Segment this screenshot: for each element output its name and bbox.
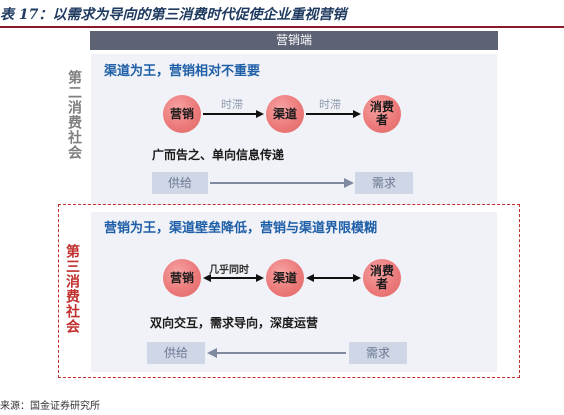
era2-node-marketing: 营销 [163,95,201,133]
era2-note: 广而告之、单向信息传递 [152,148,285,162]
era3-edge-label-1: 几乎同时 [209,265,249,276]
era2-side-label: 第二消费社会 [66,70,82,160]
era3-node-marketing-label: 营销 [169,270,194,285]
era3-node-consumer-label: 消费者 [369,264,394,291]
title-bar: 表 17：以需求为导向的第三消费时代促使企业重视营销 [0,0,564,24]
era3-dashed-frame [58,204,520,378]
era2-node-consumer-label: 消费者 [369,100,394,127]
figure-title: 表 17：以需求为导向的第三消费时代促使企业重视营销 [0,7,347,23]
title-divider [0,26,564,28]
era3-side-label: 第三消费社会 [64,244,80,334]
era3-demand: 需求 [349,342,407,364]
era3-node-consumer: 消费者 [363,259,401,297]
era3-note: 双向交互，需求导向，深度运营 [150,316,319,330]
era2-demand: 需求 [355,172,413,194]
era2-edge-label-1: 时滞 [221,98,243,111]
era2-node-consumer: 消费者 [363,95,401,133]
era3-supply: 供给 [147,342,205,364]
era2-node-channel: 渠道 [266,95,304,133]
era3-node-marketing: 营销 [163,259,201,297]
era2-node-channel-label: 渠道 [272,106,297,121]
era3-heading: 营销为王，渠道壁垒降低，营销与渠道界限模糊 [104,221,378,236]
era3-node-channel: 渠道 [266,259,304,297]
era2-supply: 供给 [152,172,208,194]
header-marketing-end: 营销端 [90,31,498,50]
era2-heading: 渠道为王，营销相对不重要 [104,64,261,79]
era2-edge-label-2: 时滞 [319,98,341,111]
source-note: 来源：国金证券研究所 [0,401,100,412]
era3-node-channel-label: 渠道 [272,270,297,285]
era2-node-marketing-label: 营销 [169,106,194,121]
